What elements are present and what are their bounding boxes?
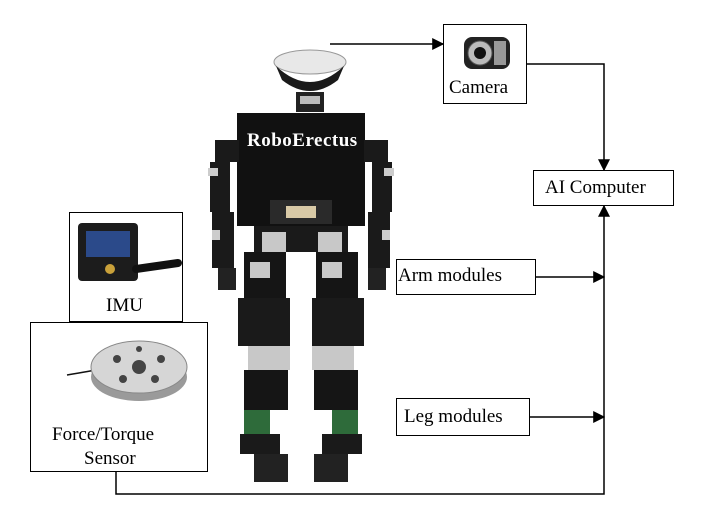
ai-computer-box	[533, 170, 674, 206]
arrow-sensor-to-ai	[115, 204, 610, 495]
robot-name: RoboErectus	[247, 130, 358, 151]
ai-computer-label: AI Computer	[545, 177, 646, 198]
robot-left-shoulder	[215, 140, 239, 162]
force-torque-label-line1: Force/Torque	[52, 424, 155, 445]
imu-label: IMU	[106, 295, 143, 316]
camera-box	[443, 24, 527, 104]
force-torque-box	[30, 322, 208, 472]
arm-modules-label: Arm modules	[398, 265, 502, 286]
camera-label: Camera	[449, 77, 509, 98]
leg-modules-label: Leg modules	[404, 406, 503, 427]
robot-left-leg	[238, 252, 290, 482]
leg-modules-box	[396, 398, 530, 436]
arm-modules-box	[396, 259, 536, 295]
arrow-camera-to-ai	[527, 63, 610, 172]
imu-icon	[78, 223, 182, 281]
imu-box	[69, 212, 183, 322]
robot-head-top	[273, 49, 347, 75]
force-torque-sensor-icon	[66, 340, 188, 401]
camera-icon	[464, 37, 510, 69]
robot-head	[276, 66, 344, 91]
force-torque-label-line2: Sensor	[84, 448, 136, 469]
robot-right-leg	[312, 252, 364, 482]
robot-right-shoulder	[364, 140, 388, 162]
